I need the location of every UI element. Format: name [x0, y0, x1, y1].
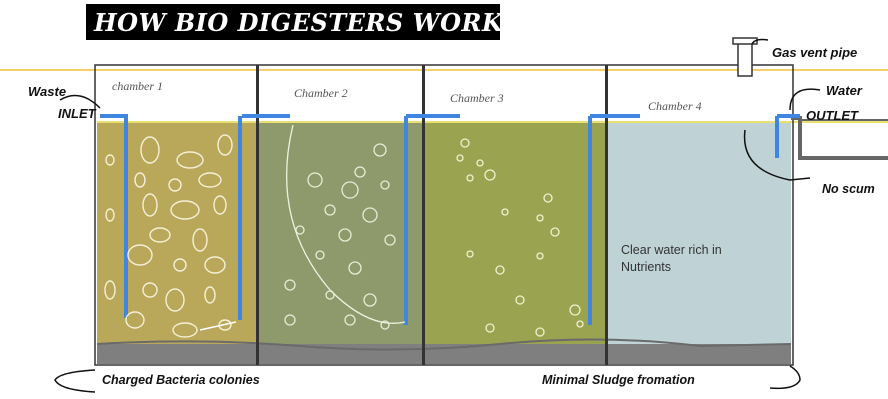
scum-arrow — [743, 129, 811, 181]
diagram-title: HOW BIO DIGESTERS WORKS — [94, 8, 522, 37]
water-label: Water — [826, 83, 862, 98]
clear-water-line-2: Nutrients — [621, 260, 672, 274]
chamber-3-liquid — [425, 122, 605, 348]
sludge-callout — [769, 365, 801, 390]
title-banner — [86, 4, 500, 40]
flow-curve — [285, 124, 406, 324]
no-scum-label: No scum — [822, 182, 875, 196]
gas-vent-callout — [751, 38, 769, 45]
transfer-pipes — [100, 114, 800, 325]
tank-outline — [94, 64, 794, 366]
inlet-label: INLET — [58, 106, 96, 121]
outlet-pipe — [791, 116, 888, 160]
gas-vent-pipe — [737, 41, 753, 77]
gas-vent-label: Gas vent pipe — [772, 45, 858, 60]
outlet-label: OUTLET — [806, 108, 858, 123]
minimal-sludge-label: Minimal Sludge fromation — [542, 373, 695, 387]
bubbles-chamber-2 — [284, 143, 396, 330]
callout-arrows — [54, 38, 821, 393]
pipe-1-top — [242, 114, 290, 118]
chamber-2-label: Chamber 2 — [294, 86, 348, 100]
chamber-3-label: Chamber 3 — [450, 91, 504, 105]
partition-1 — [256, 65, 259, 365]
waste-label: Waste — [28, 84, 67, 99]
partition-3 — [605, 65, 608, 365]
chamber-4-label: Chamber 4 — [648, 99, 702, 113]
bacteria-arrow — [199, 321, 237, 331]
partition-2 — [422, 65, 425, 365]
charged-bacteria-label: Charged Bacteria colonies — [102, 373, 260, 387]
bubbles-chamber-1 — [104, 134, 233, 338]
clear-water-line-1: Clear water rich in — [621, 243, 722, 257]
water-arrow — [789, 88, 821, 111]
sludge-layer — [97, 344, 791, 364]
clear-water-label: Clear water rich in Nutrients — [621, 242, 722, 276]
sludge-surface — [96, 338, 792, 351]
chamber-1-label: chamber 1 — [112, 79, 163, 93]
chamber-1-liquid — [97, 122, 256, 348]
gas-vent-cap — [732, 37, 758, 45]
inlet-pipe — [100, 114, 128, 318]
bubbles-chamber-3 — [456, 138, 584, 337]
chamber-2-liquid — [259, 122, 422, 348]
waste-arrow — [59, 94, 101, 109]
chamber-4-liquid — [608, 122, 791, 348]
bacteria-callout — [54, 369, 96, 393]
